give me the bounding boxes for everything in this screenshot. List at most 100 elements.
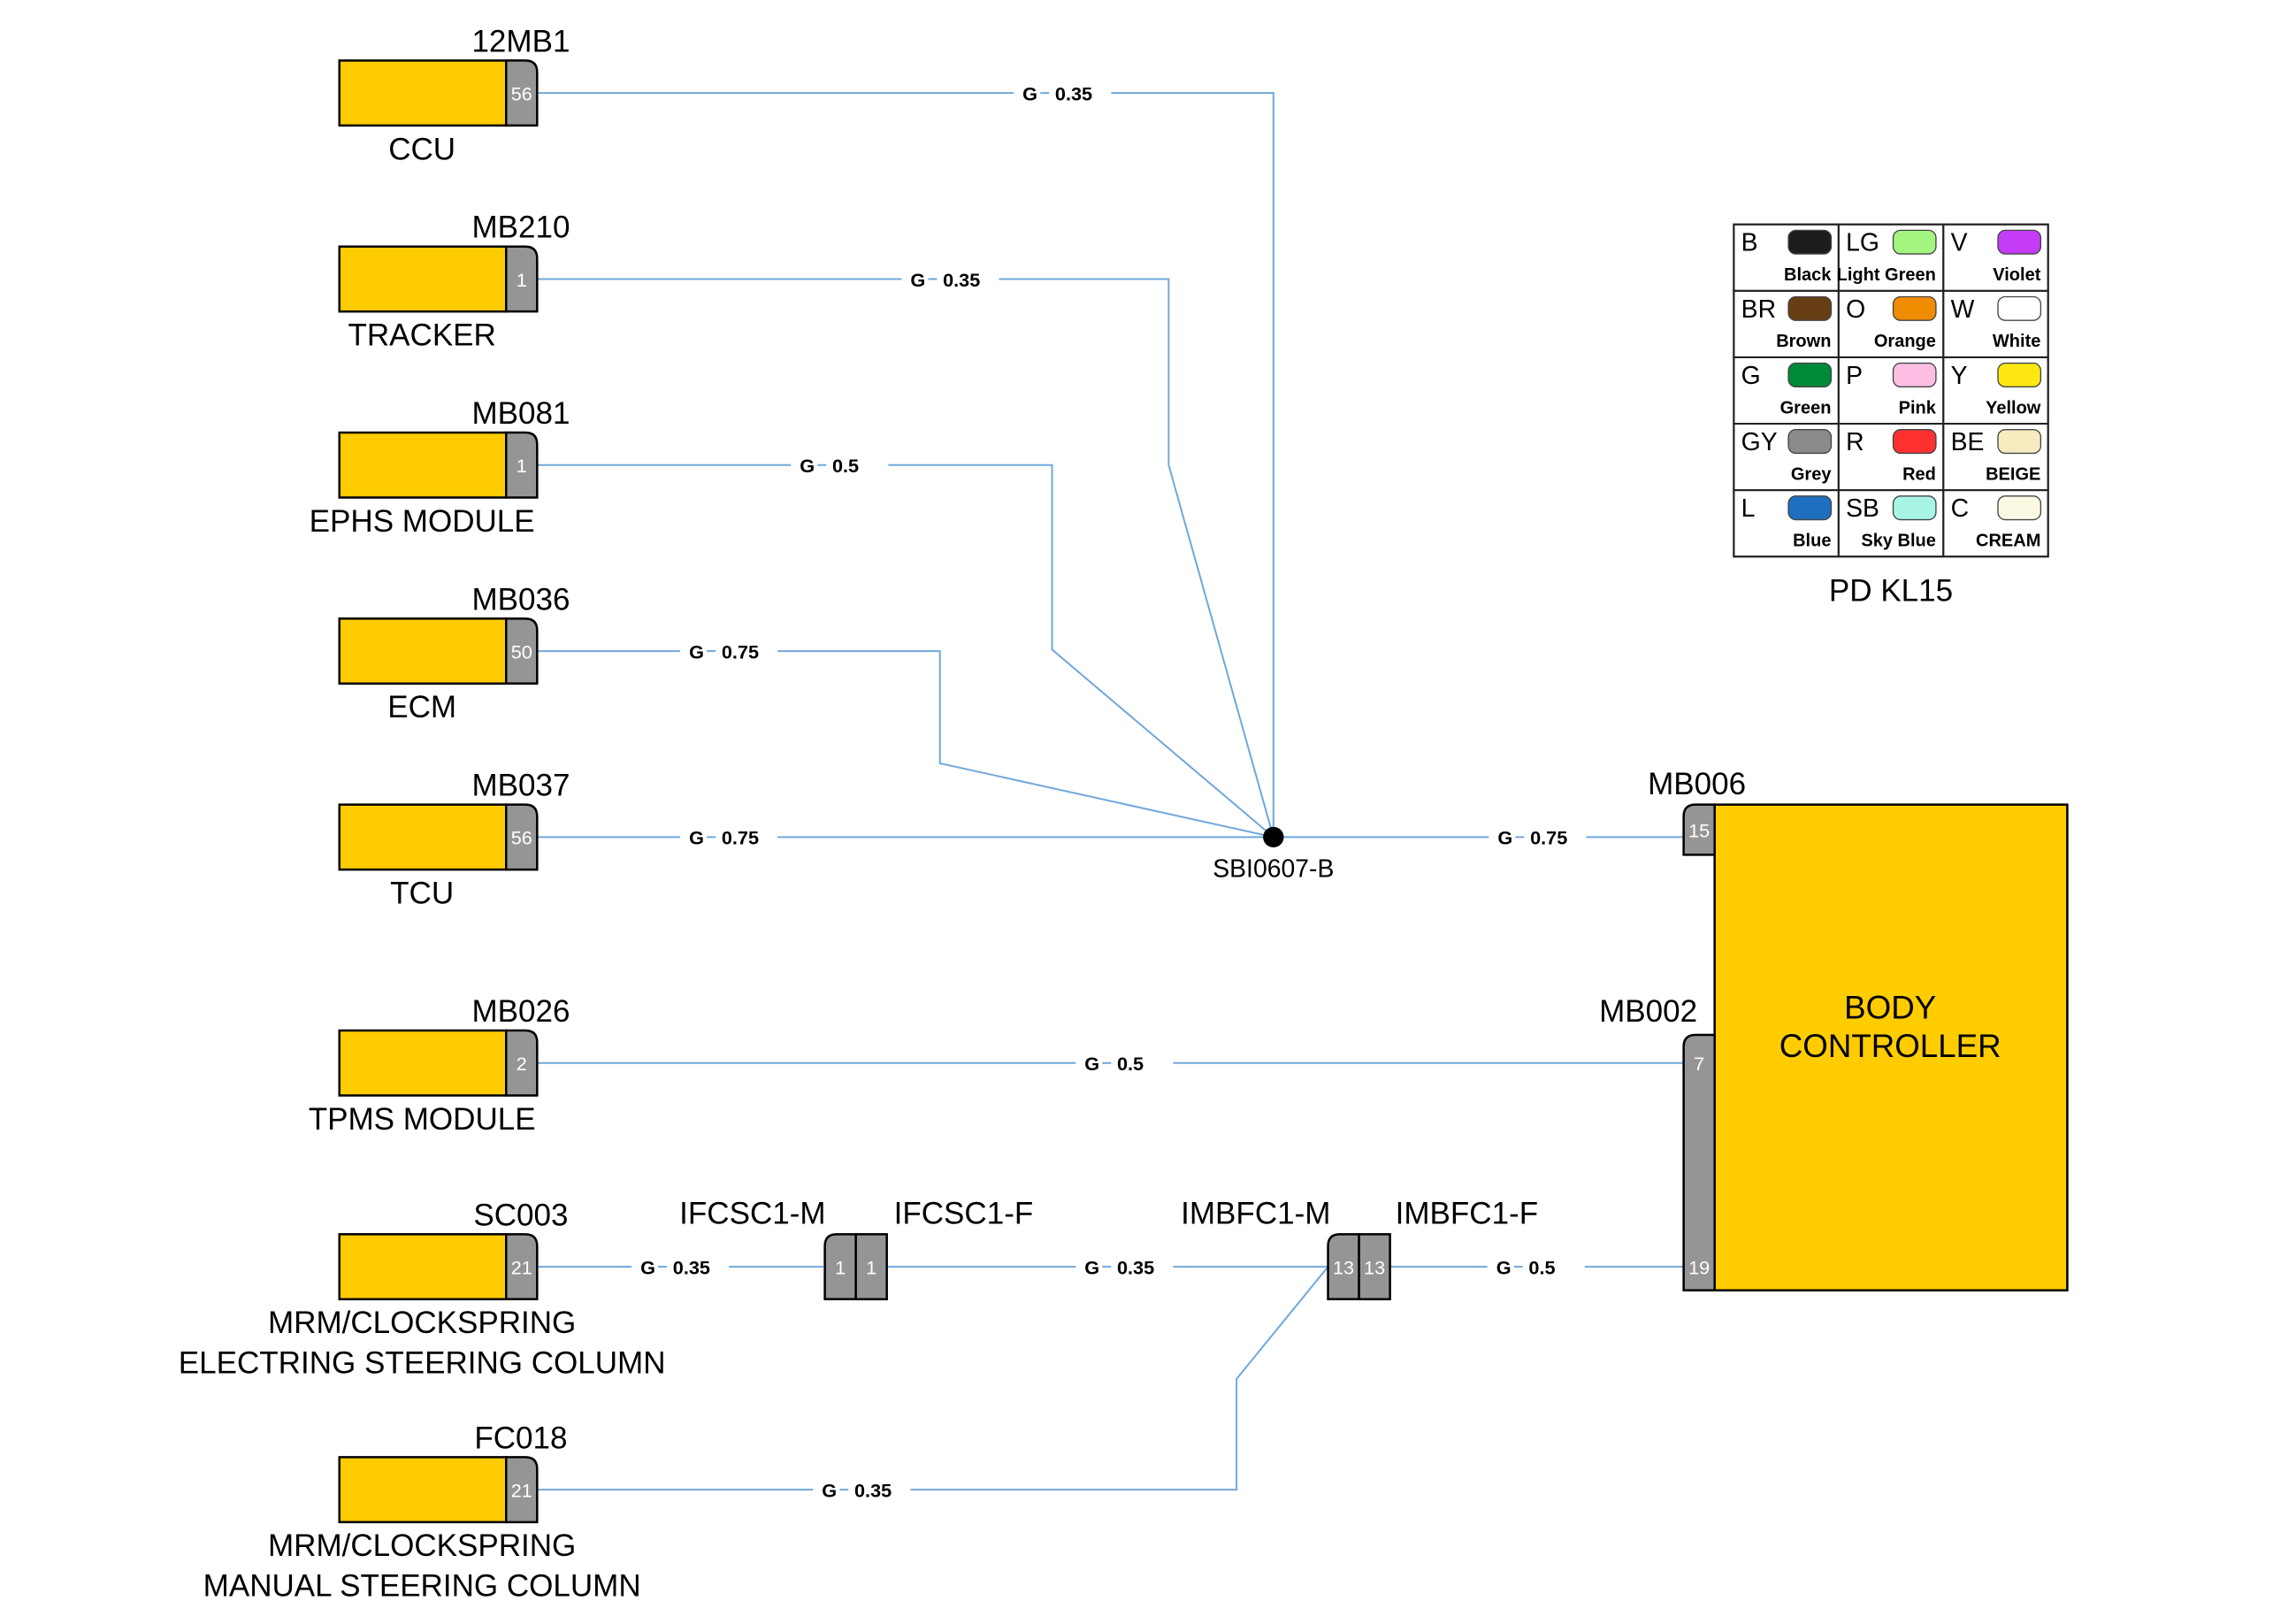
legend-color-name: Blue: [1793, 532, 1831, 551]
component-name: CCU: [388, 132, 455, 166]
wire-gauge: 0.5: [1117, 1053, 1144, 1075]
male-connector-id: IMBFC1-M: [1181, 1197, 1330, 1231]
legend-code: L: [1741, 494, 1756, 523]
pin-number: 1: [517, 455, 527, 477]
legend-code: LG: [1846, 229, 1879, 257]
connector-housing: [505, 59, 539, 127]
male-pin-number: 13: [1333, 1256, 1354, 1278]
legend-swatch: [1997, 362, 2042, 387]
connector-mb006[interactable]: [1682, 803, 1716, 856]
connector-id: MB006: [1648, 767, 1746, 801]
wire-mb210[interactable]: [537, 278, 1274, 838]
legend-cell-sb: SB Sky Blue: [1837, 489, 1945, 558]
legend-swatch: [1787, 295, 1833, 321]
wire-gauge: 0.35: [1055, 82, 1092, 104]
connector-id: SC003: [473, 1198, 568, 1232]
wire-color-code: G: [1084, 1256, 1099, 1278]
legend-code: B: [1741, 229, 1758, 257]
legend-swatch: [1787, 229, 1833, 255]
body-controller-name: CONTROLLER: [1779, 1028, 2001, 1064]
legend-swatch: [1892, 295, 1937, 321]
legend-code: GY: [1741, 428, 1778, 456]
component-body: [338, 59, 508, 127]
legend-cell-lg: LG Light Green: [1837, 223, 1945, 292]
legend-color-name: White: [1993, 332, 2040, 351]
component-name: EPHS MODULE: [310, 504, 535, 539]
pin-number: 15: [1688, 819, 1710, 841]
legend-color-name: Red: [1902, 464, 1936, 484]
connector-id: MB081: [471, 396, 570, 431]
legend-swatch: [1997, 429, 2042, 455]
wire-label-fc018: G 0.35: [813, 1477, 911, 1502]
female-housing: [1358, 1233, 1391, 1301]
connector-housing: [505, 431, 539, 499]
component-name: ECM: [387, 690, 456, 724]
legend-title: PD KL15: [1829, 573, 1953, 608]
legend-code: SB: [1846, 494, 1879, 523]
wire-gauge: 0.75: [1530, 827, 1567, 849]
wires-layer: [537, 92, 1684, 1491]
wire-gauge: 0.75: [722, 827, 759, 849]
pin-number: 56: [511, 82, 532, 104]
female-pin-number: 13: [1364, 1256, 1385, 1278]
connector-housing: [505, 1233, 539, 1301]
wire-color-code: G: [1022, 82, 1037, 104]
pin-number: 7: [1694, 1053, 1704, 1075]
connector-id: MB037: [471, 769, 570, 803]
wire-12mb1[interactable]: [537, 92, 1274, 838]
component-body: [338, 617, 508, 686]
legend-color-name: Grey: [1791, 464, 1832, 484]
connector-housing: [505, 617, 539, 686]
wire-gauge: 0.5: [832, 455, 859, 477]
female-pin-number: 1: [866, 1256, 876, 1278]
legend-code: C: [1951, 494, 1969, 523]
legend-color-name: Light Green: [1837, 265, 1936, 285]
splice-point[interactable]: [1263, 826, 1284, 848]
male-housing: [823, 1233, 857, 1301]
male-housing: [1327, 1233, 1360, 1301]
legend-color-name: Sky Blue: [1861, 532, 1936, 551]
wire-color-code: G: [1084, 1053, 1099, 1075]
wire-gauge: 0.35: [854, 1479, 892, 1501]
component-name: TCU: [390, 876, 454, 910]
legend-swatch: [1997, 295, 2042, 321]
legend-color-name: Black: [1784, 265, 1832, 285]
component-name: TPMS MODULE: [309, 1102, 536, 1137]
component-body: [338, 1233, 508, 1301]
component-body: [338, 1029, 508, 1097]
wire-color-code: G: [822, 1479, 837, 1501]
body-controller-name: BODY: [1844, 990, 1936, 1026]
legend-swatch: [1892, 429, 1937, 455]
legend-color-name: Yellow: [1986, 398, 2041, 417]
legend-color-name: Green: [1780, 398, 1832, 417]
legend-swatch: [1892, 495, 1937, 521]
connector-mb002[interactable]: [1682, 1033, 1716, 1292]
connector-id: MB210: [471, 211, 570, 245]
connector-id: MB026: [471, 994, 570, 1029]
pin-number: 21: [511, 1256, 532, 1278]
legend-code: O: [1846, 295, 1865, 324]
connector-housing: [505, 245, 539, 313]
